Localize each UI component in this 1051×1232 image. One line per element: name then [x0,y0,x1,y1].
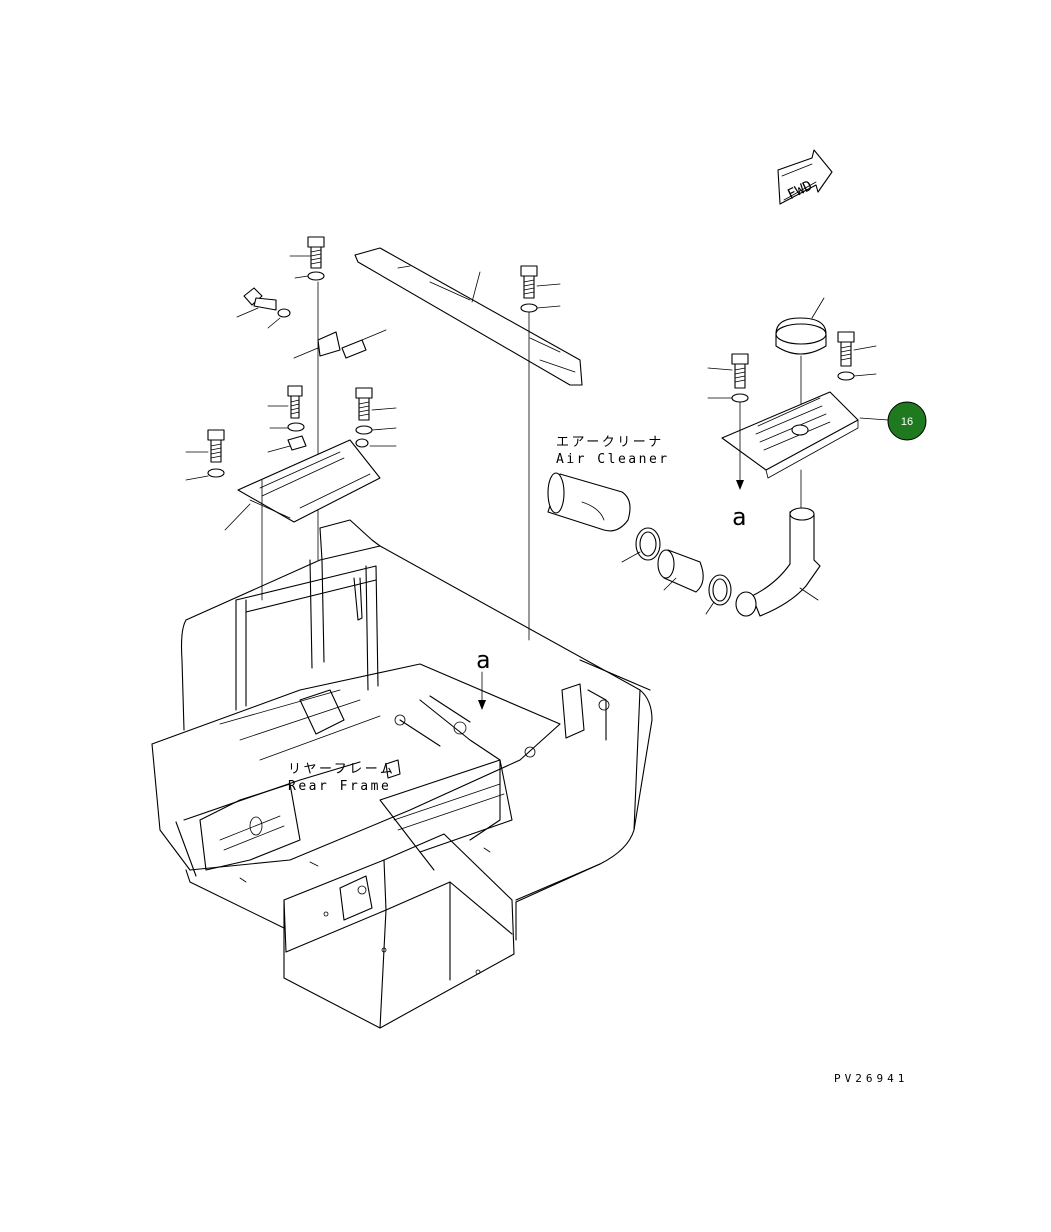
callout-number: 16 [901,416,913,428]
rear-frame-jp-label: リヤーフレーム [288,762,395,777]
bolt-far-left [185,429,225,481]
hose-clamp-1 [621,527,661,563]
bolt-center-mid [355,387,397,448]
view-arrow-icon [478,700,486,710]
bolt-right-top [520,265,561,641]
bolt-air-left [707,353,749,403]
view-marker-frame: a [476,646,490,674]
cover-plate-left [224,439,381,601]
drawing-code: PV26941 [834,1072,908,1085]
air-cleaner-jp-label: エアークリーナ [556,435,664,450]
intake-elbow-pipe [735,507,821,617]
bracket-small [293,329,387,359]
bolt-left-horizontal [236,287,291,329]
air-cleaner-en-label: Air Cleaner [556,452,670,467]
callout-bubble [887,401,927,441]
fwd-label: FWD [785,178,815,203]
precleaner-cap [775,297,827,421]
rear-frame-en-label: Rear Frame [288,779,391,794]
view-marker-top: a [732,503,746,531]
bolt-left-mid [267,385,307,453]
cover-plate-right [721,391,859,513]
cover-plate-center [354,247,583,386]
hose-clamp-2 [705,574,732,615]
fwd-arrow-icon: FWD [777,149,833,205]
bolt-air-right [837,331,877,381]
air-cleaner-body [547,472,631,532]
intake-hose [657,549,704,593]
rear-frame [151,519,653,1029]
callout-16[interactable]: 16 [859,401,927,441]
bolt-left-top [289,236,325,561]
